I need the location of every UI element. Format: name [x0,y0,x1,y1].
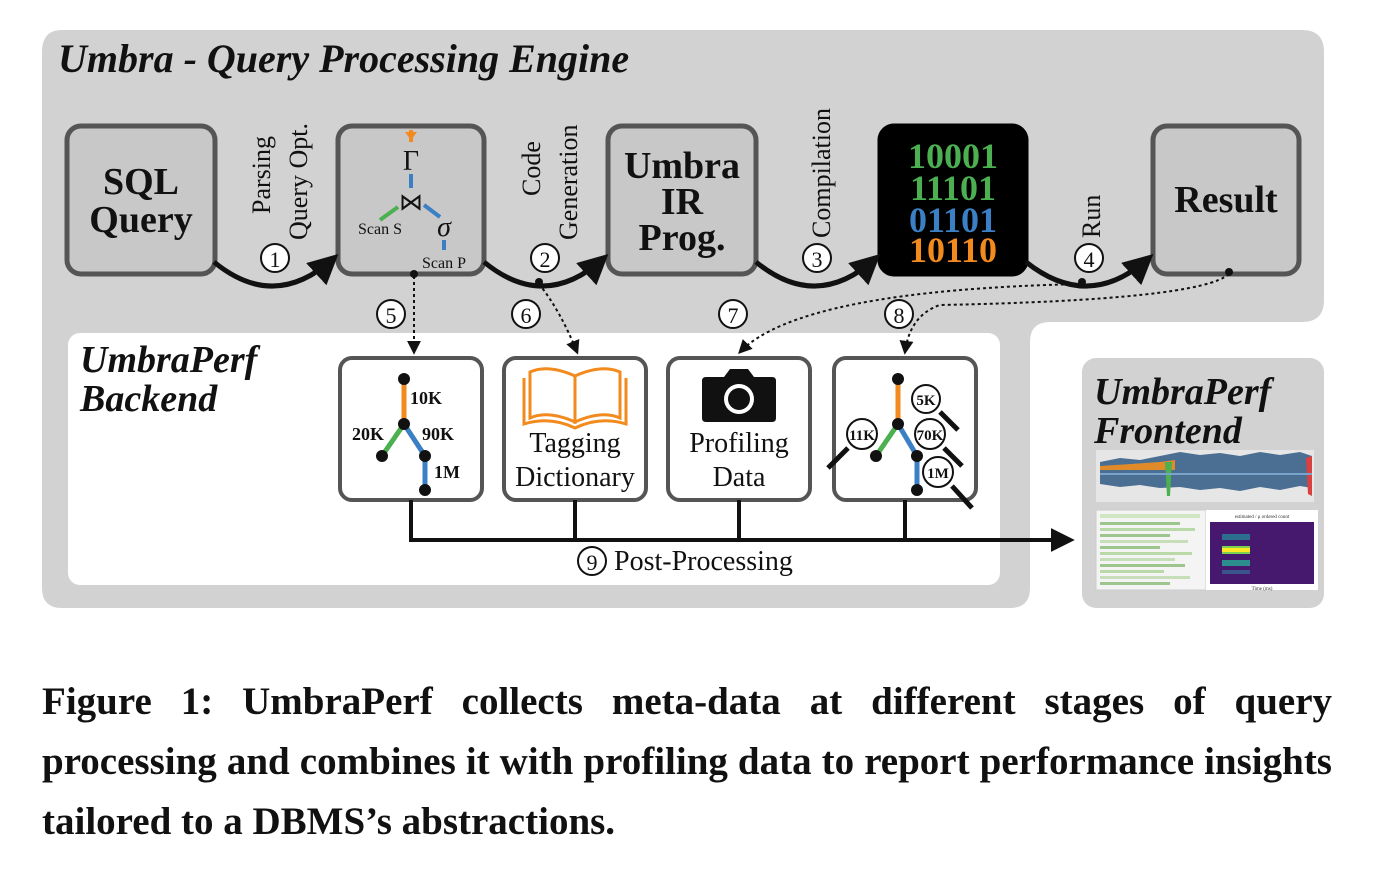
arrow-step-2 [482,253,609,289]
result-label: Result [1174,179,1278,221]
step-4-label: Run [1077,195,1106,238]
svg-text:1: 1 [270,247,281,272]
step-2-marker: 2 [530,243,560,273]
arrow-step-4 [1024,253,1154,289]
svg-text:estimated / μ ordered count: estimated / μ ordered count [1235,515,1290,520]
tree2-label-5k: 5K [916,393,936,409]
tree2-label-1m: 1M [927,466,949,482]
binary-line-3: 01101 [909,200,997,240]
svg-text:4: 4 [1084,247,1095,272]
tagging-label-1: Tagging [529,428,620,459]
plan-gamma: Γ [403,146,419,177]
figure-caption: Figure 1: UmbraPerf collects meta-data a… [42,680,1332,843]
frontend-title-2: Frontend [1093,410,1243,452]
umbra-ir-box [605,123,759,277]
frontend-code-thumbnail [1095,509,1207,591]
dotted-arrow-8 [899,273,1230,355]
svg-text:Time (ms): Time (ms) [1252,587,1273,592]
step-5-marker: 5 [376,299,406,329]
arrow-step-1 [212,253,339,289]
svg-text:9: 9 [587,550,598,575]
tree1-label-10k: 10K [410,388,442,408]
tree2-label-11k: 11K [849,428,875,444]
step-2-label-b: Generation [554,124,583,240]
umbra-ir-label-3: Prog. [639,217,726,259]
umbra-ir-label-1: Umbra [624,145,740,187]
arrow-step-3 [754,253,881,289]
binary-line-1: 10001 [908,136,998,176]
frontend-title-1: UmbraPerf [1094,371,1275,413]
backend-title-1: UmbraPerf [80,339,261,381]
post-processing-bus [409,500,1075,552]
step-6-marker: 6 [511,299,541,329]
sql-query-label-1: SQL [103,161,179,203]
tree2-label-70k: 70K [917,428,944,444]
plan-join: ⋈ [399,190,423,216]
binary-line-2: 11101 [910,168,996,208]
profiling-label-1: Profiling [689,428,789,459]
step-1-label-b: Query Opt. [284,123,313,240]
plan-scan-s: Scan S [358,221,402,238]
step-8-marker: 8 [884,299,914,329]
step-7-marker: 7 [718,299,748,329]
step-2-label-a: Code [517,141,546,196]
post-processing-label: Post-Processing [614,546,793,577]
tree1-label-20k: 20K [352,424,384,444]
figure-diagram: Umbra - Query Processing Engine SQL Quer… [42,30,1324,608]
sql-query-label-2: Query [89,199,192,241]
tree1-label-90k: 90K [422,424,454,444]
svg-text:8: 8 [894,303,905,328]
binary-box [877,123,1029,277]
profiling-label-2: Data [713,462,766,493]
sql-query-box [64,123,218,277]
step-1-label-a: Parsing [247,136,276,214]
frontend-heatmap-thumbnail: estimated / μ ordered count Time (ms) [1206,510,1318,592]
camera-icon [702,369,776,422]
backend-title-2: Backend [79,378,218,420]
svg-text:7: 7 [728,303,739,328]
svg-text:2: 2 [540,247,551,272]
dotted-arrow-6 [538,283,580,355]
svg-text:5: 5 [386,303,397,328]
plan-sigma: σ [437,212,452,243]
step-3-label: Compilation [807,108,836,238]
step-4-marker: 4 [1074,243,1104,273]
step-3-marker: 3 [802,243,832,273]
plan-scan-p: Scan P [422,255,466,272]
engine-title: Umbra - Query Processing Engine [58,36,629,81]
step-1-marker: 1 [260,243,290,273]
magnifier-icon [826,410,974,510]
svg-text:3: 3 [812,247,823,272]
svg-text:6: 6 [521,303,532,328]
book-icon [522,367,628,430]
frontend-timeline-thumbnail [1096,450,1314,502]
umbra-ir-label-2: IR [661,181,704,223]
tree1-label-1m: 1M [434,462,460,482]
tagging-label-2: Dictionary [515,462,635,493]
step-9-marker: 9 [577,546,607,576]
binary-line-4: 10110 [909,230,997,270]
